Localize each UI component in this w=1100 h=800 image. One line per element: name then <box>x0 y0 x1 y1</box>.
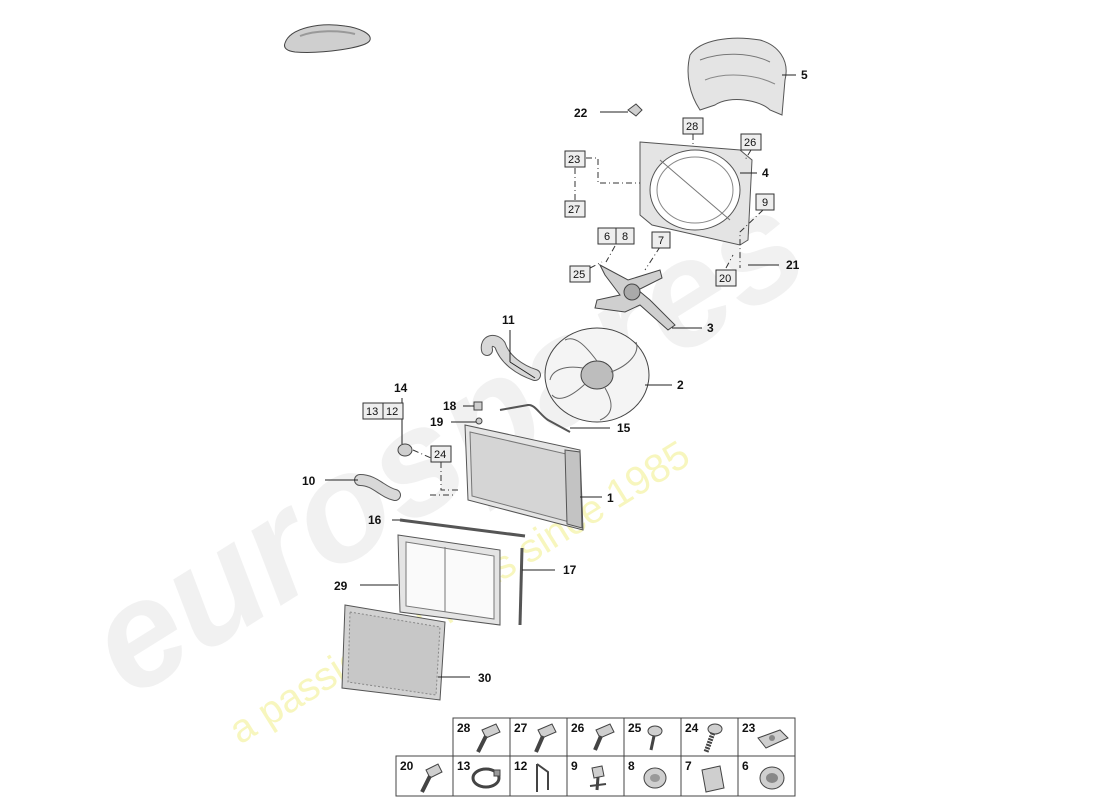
boxed-ref-9: 9 <box>762 197 768 209</box>
callout-2: 2 <box>677 378 684 392</box>
legend-label-24: 24 <box>685 721 699 735</box>
car-icon <box>284 24 371 53</box>
callout-22: 22 <box>574 106 588 120</box>
small-fittings <box>473 401 483 425</box>
condenser <box>341 604 446 701</box>
filler-cap <box>397 443 413 457</box>
screw-icon <box>647 725 663 751</box>
legend-label-6: 6 <box>742 759 749 773</box>
callout-3: 3 <box>707 321 714 335</box>
legend-label-27: 27 <box>514 721 528 735</box>
legend-label-23: 23 <box>742 721 756 735</box>
legend-label-25: 25 <box>628 721 642 735</box>
boxed-ref-24: 24 <box>434 449 446 461</box>
watermark-brand: eurospares <box>58 156 833 727</box>
screw-icon <box>703 723 723 753</box>
boxed-ref-20: 20 <box>719 273 731 285</box>
support-frame <box>397 534 501 626</box>
legend-label-20: 20 <box>400 759 414 773</box>
callout-5: 5 <box>801 68 808 82</box>
hose-clamp-icon <box>471 767 501 789</box>
fan-frame <box>639 141 753 246</box>
clip-part <box>627 103 643 117</box>
callout-10: 10 <box>302 474 316 488</box>
side-strip <box>518 547 524 626</box>
boxed-ref-26: 26 <box>744 137 756 149</box>
callout-17: 17 <box>563 563 577 577</box>
parts-legend: 28 27 26 25 24 23 20 13 12 9 8 7 6 <box>395 717 796 797</box>
radiator <box>464 424 584 531</box>
legend-label-28: 28 <box>457 721 471 735</box>
pipe-part <box>499 403 571 433</box>
legend-label-8: 8 <box>628 759 635 773</box>
boxed-ref-23: 23 <box>568 154 580 166</box>
bolt-icon <box>476 723 501 753</box>
grommet-icon <box>701 765 725 793</box>
push-clip-icon <box>589 765 607 791</box>
leader-lines <box>325 74 796 678</box>
lower-hose <box>354 474 401 501</box>
callout-15: 15 <box>617 421 631 435</box>
legend-label-13: 13 <box>457 759 471 773</box>
boxed-ref-28: 28 <box>686 121 698 133</box>
callout-19: 19 <box>430 415 444 429</box>
boxed-refs: 28 26 23 27 9 6 8 7 25 20 13 12 24 <box>362 117 775 463</box>
bolt-icon <box>420 763 443 793</box>
callout-11: 11 <box>502 313 515 327</box>
fan-shroud-upper <box>687 37 787 116</box>
callout-29: 29 <box>334 579 348 593</box>
bracket-clip-icon <box>536 763 549 792</box>
callout-30: 30 <box>478 671 492 685</box>
boxed-ref-25: 25 <box>573 269 585 281</box>
callout-1: 1 <box>607 491 614 505</box>
callout-21: 21 <box>786 258 800 272</box>
fan-bracket <box>594 263 676 331</box>
callout-labels: 1 2 3 4 5 10 11 14 15 16 17 18 19 21 22 … <box>302 68 808 685</box>
dashed-leaders <box>412 134 764 496</box>
callout-4: 4 <box>762 166 769 180</box>
bolt-icon <box>593 723 615 751</box>
boxed-ref-13: 13 <box>366 406 378 418</box>
boxed-ref-27: 27 <box>568 204 580 216</box>
boxed-ref-6: 6 <box>604 231 610 243</box>
legend-label-12: 12 <box>514 759 528 773</box>
legend-label-9: 9 <box>571 759 578 773</box>
legend-label-26: 26 <box>571 721 585 735</box>
callout-14: 14 <box>394 381 408 395</box>
nut-plate-icon <box>757 729 789 749</box>
rubber-mount-icon <box>643 767 667 789</box>
boxed-ref-7: 7 <box>658 235 664 247</box>
cooling-fan <box>544 327 650 423</box>
mounting-bar <box>399 518 526 538</box>
bushing-icon <box>759 766 785 790</box>
callout-18: 18 <box>443 399 457 413</box>
bolt-icon <box>534 723 557 753</box>
callout-16: 16 <box>368 513 382 527</box>
boxed-ref-12: 12 <box>386 406 398 418</box>
boxed-ref-8: 8 <box>622 231 628 243</box>
legend-label-7: 7 <box>685 759 692 773</box>
